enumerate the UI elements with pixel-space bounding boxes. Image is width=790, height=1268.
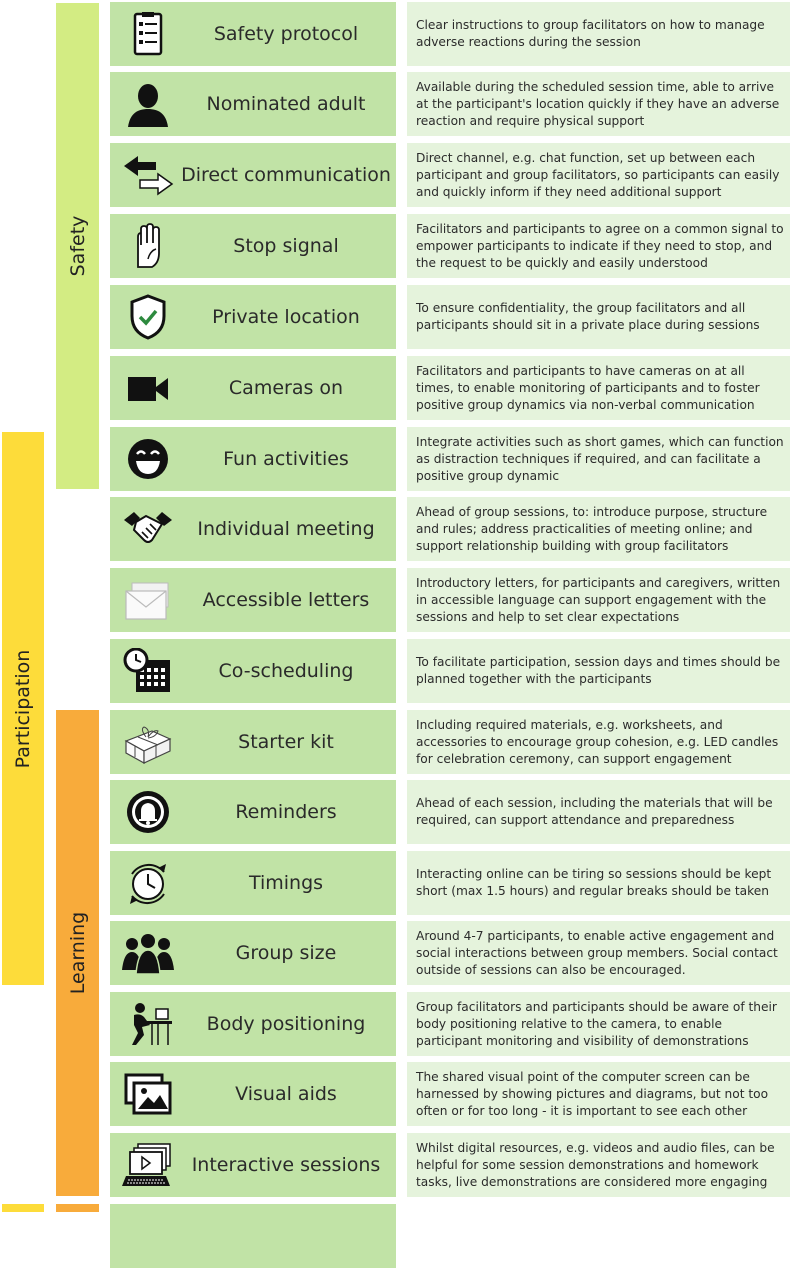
clock-calendar-icon — [118, 647, 178, 695]
safety-label: Safety — [66, 215, 89, 277]
raised-hand-icon — [118, 222, 178, 270]
strategy-tile: Visual aids — [110, 1062, 396, 1126]
shield-check-icon — [118, 293, 178, 341]
learning-label: Learning — [66, 911, 89, 995]
strategy-tile: Co-scheduling — [110, 639, 396, 703]
clock-cycle-icon — [118, 859, 178, 907]
strategy-description: Clear instructions to group facilitators… — [407, 2, 790, 66]
strategy-description: To facilitate participation, session day… — [407, 639, 790, 703]
two-way-arrows-icon — [118, 151, 178, 199]
strategy-label: Starter kit — [238, 731, 334, 753]
list-item: Fun activities Integrate activities such… — [110, 427, 790, 491]
strategy-label: Interactive sessions — [191, 1154, 381, 1176]
smiley-face-icon — [118, 435, 178, 483]
strategy-label: Safety protocol — [213, 23, 359, 45]
strategy-description: Ahead of each session, including the mat… — [407, 780, 790, 844]
strategy-label: Body positioning — [206, 1013, 366, 1035]
strategy-label: Cameras on — [228, 377, 344, 399]
picture-frames-icon — [118, 1070, 178, 1118]
strategy-description: Integrate activities such as short games… — [407, 427, 790, 491]
safety-band: Safety — [56, 3, 99, 489]
handshake-icon — [118, 505, 178, 553]
strategy-label: Nominated adult — [206, 93, 366, 115]
strategy-tile: Timings — [110, 851, 396, 915]
participation-label: Participation — [12, 649, 34, 768]
list-item: Group size Around 4-7 participants, to e… — [110, 921, 790, 985]
strategy-tile: Body positioning — [110, 992, 396, 1056]
group-people-icon — [118, 929, 178, 977]
strategy-label: Timings — [248, 872, 324, 894]
strategy-tile: Safety protocol — [110, 2, 396, 66]
strategy-tile: Interactive sessions — [110, 1133, 396, 1197]
laptop-video-icon — [118, 1141, 178, 1189]
strategy-description: Direct channel, e.g. chat function, set … — [407, 143, 790, 207]
video-camera-icon — [118, 364, 178, 412]
learning-band: Learning — [56, 710, 99, 1196]
strategy-label: Group size — [235, 942, 337, 964]
strategy-label: Direct communication — [181, 164, 391, 186]
list-item: Co-scheduling To facilitate participatio… — [110, 639, 790, 703]
strategy-tile: Group size — [110, 921, 396, 985]
checklist-icon — [118, 10, 178, 58]
strategy-description: Including required materials, e.g. works… — [407, 710, 790, 774]
strategy-label: Private location — [212, 306, 360, 328]
list-item: Private location To ensure confidentiali… — [110, 285, 790, 349]
strategy-tile: Starter kit — [110, 710, 396, 774]
person-at-desk-icon — [118, 1000, 178, 1048]
list-item: Body positioning Group facilitators and … — [110, 992, 790, 1056]
strategy-tile — [110, 1204, 396, 1268]
list-item: Timings Interacting online can be tiring… — [110, 851, 790, 915]
envelope-icon — [118, 576, 178, 624]
participation-band: Participation — [2, 432, 44, 985]
strategy-tile: Individual meeting — [110, 497, 396, 561]
strategy-description: To ensure confidentiality, the group fac… — [407, 285, 790, 349]
strategy-tile: Nominated adult — [110, 72, 396, 136]
strategy-tile: Reminders — [110, 780, 396, 844]
list-item: Starter kit Including required materials… — [110, 710, 790, 774]
strategy-tile: Private location — [110, 285, 396, 349]
gift-box-icon — [118, 718, 178, 766]
strategy-label: Visual aids — [235, 1083, 337, 1105]
strategy-tile: Accessible letters — [110, 568, 396, 632]
strategy-tile: Direct communication — [110, 143, 396, 207]
list-item: Direct communication Direct channel, e.g… — [110, 143, 790, 207]
list-item: Visual aids The shared visual point of t… — [110, 1062, 790, 1126]
strategy-tile: Stop signal — [110, 214, 396, 278]
strategy-tile: Cameras on — [110, 356, 396, 420]
person-silhouette-icon — [118, 80, 178, 128]
strategy-description: Ahead of group sessions, to: introduce p… — [407, 497, 790, 561]
list-item: Stop signal Facilitators and participant… — [110, 214, 790, 278]
strategy-description: Facilitators and participants to have ca… — [407, 356, 790, 420]
strategy-description: Interacting online can be tiring so sess… — [407, 851, 790, 915]
list-item: Cameras on Facilitators and participants… — [110, 356, 790, 420]
strategy-description: Facilitators and participants to agree o… — [407, 214, 790, 278]
list-item: Nominated adult Available during the sch… — [110, 72, 790, 136]
bell-icon — [118, 788, 178, 836]
strategy-description: Available during the scheduled session t… — [407, 72, 790, 136]
next-band-edge-2 — [56, 1204, 99, 1212]
list-item: Reminders Ahead of each session, includi… — [110, 780, 790, 844]
strategy-label: Fun activities — [223, 448, 349, 470]
strategy-label: Reminders — [235, 801, 337, 823]
strategy-description: Whilst digital resources, e.g. videos an… — [407, 1133, 790, 1197]
strategy-description: The shared visual point of the computer … — [407, 1062, 790, 1126]
strategy-description: Around 4-7 participants, to enable activ… — [407, 921, 790, 985]
list-item: Accessible letters Introductory letters,… — [110, 568, 790, 632]
strategy-label: Accessible letters — [202, 589, 370, 611]
list-item-partial — [110, 1204, 790, 1268]
strategy-label: Co-scheduling — [218, 660, 354, 682]
strategy-description: Group facilitators and participants shou… — [407, 992, 790, 1056]
list-item: Interactive sessions Whilst digital reso… — [110, 1133, 790, 1197]
strategy-label: Individual meeting — [197, 518, 375, 540]
list-item: Individual meeting Ahead of group sessio… — [110, 497, 790, 561]
list-item: Safety protocol Clear instructions to gr… — [110, 2, 790, 66]
strategy-tile: Fun activities — [110, 427, 396, 491]
next-band-edge — [2, 1204, 44, 1212]
strategy-description: Introductory letters, for participants a… — [407, 568, 790, 632]
strategy-label: Stop signal — [233, 235, 339, 257]
